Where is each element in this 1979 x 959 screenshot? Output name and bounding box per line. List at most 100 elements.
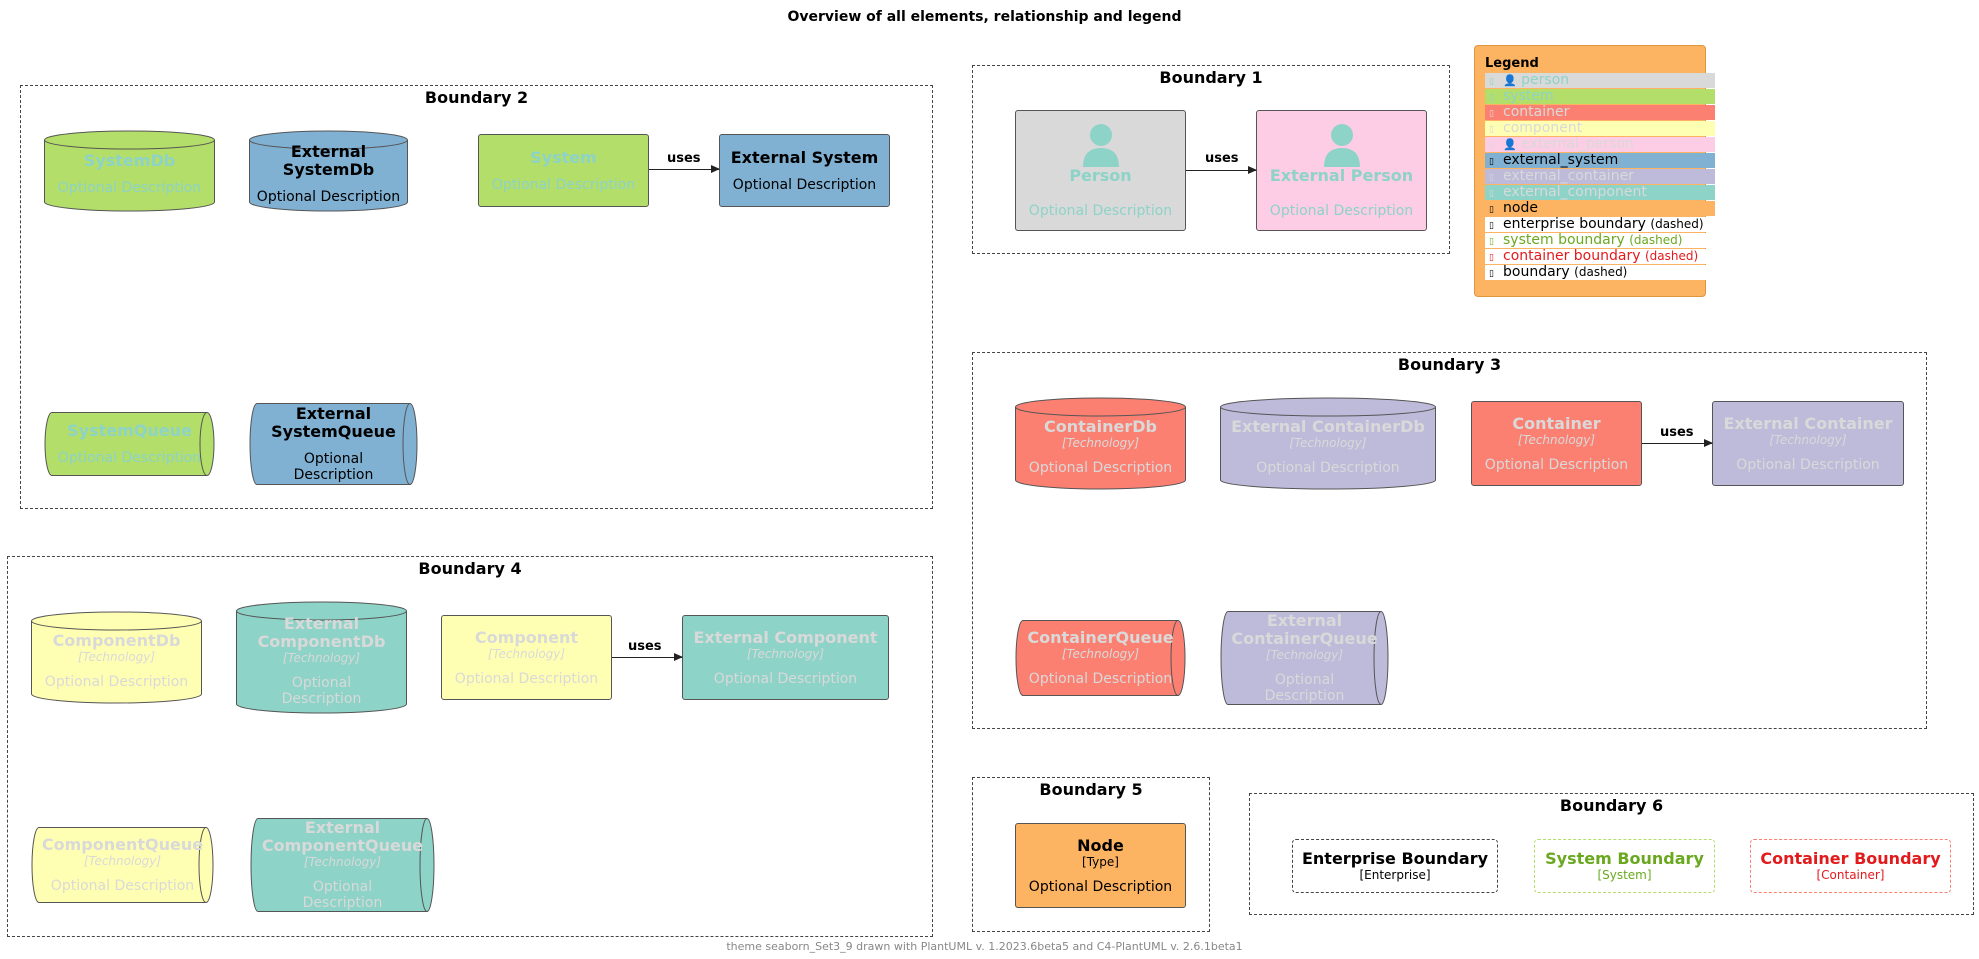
element-description: Optional Description — [1264, 672, 1345, 704]
legend-label: external_container — [1503, 168, 1634, 184]
boundary-5: Boundary 5 — [972, 777, 1210, 932]
database-cylinder-shape — [236, 601, 407, 714]
external-system-db-node[interactable]: External SystemDb Optional Description — [249, 130, 408, 212]
database-cylinder-shape — [1220, 397, 1436, 490]
legend-row-system-boundary: ▯system boundary (dashed) — [1485, 233, 1715, 248]
external-component-node[interactable]: External Component [Technology] Optional… — [682, 615, 889, 700]
person-icon — [1082, 123, 1119, 167]
boundary-1: Boundary 1 — [972, 65, 1450, 254]
component-db-node[interactable]: ComponentDb [Technology] Optional Descri… — [31, 611, 202, 704]
legend-title: Legend — [1485, 56, 1539, 71]
legend-label: enterprise boundary — [1503, 216, 1646, 232]
element-name: External ComponentQueue — [261, 818, 424, 855]
element-name: External ContainerDb — [1231, 416, 1425, 436]
element-name: SystemDb — [83, 151, 176, 170]
external-container-queue-node[interactable]: External ContainerQueue [Technology] Opt… — [1220, 611, 1389, 705]
element-technology: [Technology] — [487, 646, 566, 661]
boundary-title: Boundary 2 — [424, 88, 529, 107]
element-technology: [Technology] — [303, 855, 382, 869]
element-description: Optional Description — [1028, 671, 1173, 687]
uses-label: uses — [1660, 425, 1694, 440]
element-name: External ContainerQueue — [1231, 611, 1378, 648]
external-container-node[interactable]: External Container [Technology] Optional… — [1712, 401, 1904, 486]
system-boundary-sample[interactable]: System Boundary [System] — [1534, 839, 1715, 893]
element-technology: [Technology] — [746, 646, 825, 661]
boundary-2: Boundary 2 — [20, 85, 933, 509]
legend-label: container boundary — [1503, 248, 1641, 264]
legend-label: external_person — [1521, 136, 1634, 152]
container-db-node[interactable]: ContainerDb [Technology] Optional Descri… — [1015, 397, 1186, 490]
system-node[interactable]: System Optional Description — [478, 134, 649, 207]
element-description: Optional Description — [1269, 202, 1414, 219]
external-person-node[interactable]: External Person Optional Description — [1256, 110, 1427, 231]
element-description: Optional Description — [1028, 202, 1173, 219]
queue-shape — [44, 412, 215, 476]
container-node[interactable]: Container [Technology] Optional Descript… — [1471, 401, 1642, 486]
element-description: Optional Description — [293, 451, 374, 483]
external-component-queue-node[interactable]: External ComponentQueue [Technology] Opt… — [250, 818, 435, 912]
legend-swatch-icon: ▯ — [1489, 141, 1494, 151]
element-technology: [Technology] — [77, 649, 156, 664]
enterprise-boundary-sample[interactable]: Enterprise Boundary [Enterprise] — [1292, 839, 1498, 893]
legend-label: system — [1503, 88, 1554, 104]
element-description: Optional Description — [281, 674, 362, 707]
element-description: Optional Description — [491, 176, 636, 193]
element-name: Container — [1512, 413, 1601, 433]
legend-note: (dashed) — [1650, 217, 1704, 231]
container-boundary-sample[interactable]: Container Boundary [Container] — [1750, 839, 1951, 893]
legend-label: boundary — [1503, 264, 1570, 280]
boundary-title: Boundary 3 — [1397, 355, 1502, 374]
database-cylinder-shape — [44, 130, 215, 212]
queue-shape — [249, 403, 418, 485]
element-name: External SystemQueue — [271, 404, 396, 441]
container-queue-node[interactable]: ContainerQueue [Technology] Optional Des… — [1015, 620, 1186, 696]
queue-shape — [31, 827, 214, 903]
node-element[interactable]: Node [Type] Optional Description — [1015, 823, 1186, 908]
legend-swatch-icon: ▯ — [1489, 157, 1494, 167]
legend-row-container-boundary: ▯container boundary (dashed) — [1485, 249, 1715, 264]
element-name: System — [530, 147, 597, 167]
element-type: [Type] — [1082, 854, 1119, 869]
boundary-title: Boundary 5 — [1039, 780, 1143, 799]
person-icon: 👤 — [1503, 138, 1517, 151]
system-db-node[interactable]: SystemDb Optional Description — [44, 130, 215, 212]
element-type: [Container] — [1816, 868, 1885, 882]
uses-arrow — [649, 165, 720, 173]
element-description: Optional Description — [1028, 878, 1173, 895]
external-container-db-node[interactable]: External ContainerDb [Technology] Option… — [1220, 397, 1436, 490]
system-queue-node[interactable]: SystemQueue Optional Description — [44, 412, 215, 476]
element-name: Person — [1069, 165, 1132, 185]
element-type: [System] — [1597, 868, 1652, 882]
legend-swatch-icon: ▯ — [1489, 109, 1494, 119]
legend-label: external_component — [1503, 184, 1647, 200]
element-name: Container Boundary — [1760, 849, 1941, 868]
element-description: Optional Description — [50, 878, 195, 894]
legend-swatch-icon: ▯ — [1489, 77, 1494, 87]
legend-swatch-icon: ▯ — [1489, 205, 1494, 215]
legend-note: (dashed) — [1629, 233, 1683, 247]
legend-row-component: ▯component — [1485, 121, 1715, 136]
legend-row-system: ▯system — [1485, 89, 1715, 104]
database-cylinder-shape — [1015, 397, 1186, 490]
element-name: Component — [474, 627, 579, 647]
person-icon — [1323, 123, 1360, 167]
external-component-db-node[interactable]: External ComponentDb [Technology] Option… — [236, 601, 407, 714]
component-node[interactable]: Component [Technology] Optional Descript… — [441, 615, 612, 700]
legend-row-enterprise-boundary: ▯enterprise boundary (dashed) — [1485, 217, 1715, 232]
legend-label: container — [1503, 104, 1570, 120]
component-queue-node[interactable]: ComponentQueue [Technology] Optional Des… — [31, 827, 214, 903]
element-technology: [Technology] — [1517, 432, 1596, 447]
person-icon: 👤 — [1503, 74, 1517, 87]
element-name: ContainerQueue — [1027, 628, 1174, 647]
element-description: Optional Description — [1256, 459, 1400, 476]
boundary-4: Boundary 4 — [7, 556, 933, 937]
legend-label: component — [1503, 120, 1583, 136]
legend-note: (dashed) — [1644, 249, 1699, 263]
external-system-node[interactable]: External System Optional Description — [719, 134, 890, 207]
legend-swatch-icon: ▯ — [1489, 189, 1494, 199]
person-node[interactable]: Person Optional Description — [1015, 110, 1186, 231]
queue-shape — [1220, 611, 1389, 705]
uses-label: uses — [1205, 151, 1239, 166]
legend-row-external-person: ▯ 👤 external_person — [1485, 137, 1715, 152]
external-system-queue-node[interactable]: External SystemQueue Optional Descriptio… — [249, 403, 418, 485]
